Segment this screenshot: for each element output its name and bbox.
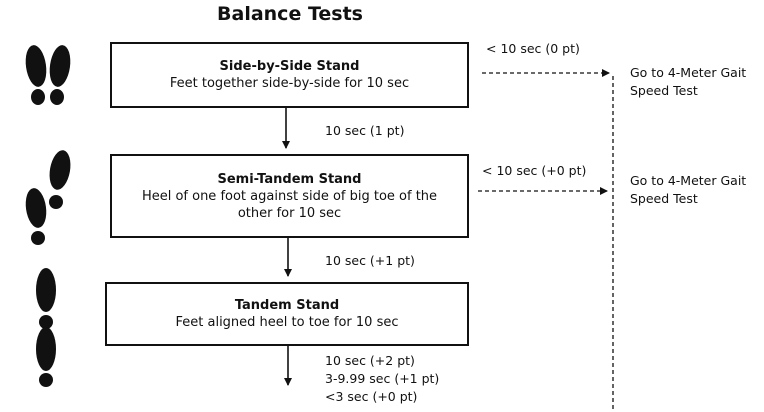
fail-label-2: < 10 sec (+0 pt) — [482, 163, 587, 178]
pass-label-2: 10 sec (+1 pt) — [325, 253, 415, 268]
stage-title: Tandem Stand — [234, 298, 340, 313]
footprint-tandem-icon — [36, 268, 56, 387]
goto-gait-test-2: Go to 4-Meter Gait Speed Test — [630, 173, 747, 206]
stage-description: Feet aligned heel to toe for 10 sec — [175, 315, 399, 330]
stage-description: Feet together side-by-side for 10 sec — [169, 76, 410, 91]
stage-box-tandem: Tandem Stand Feet aligned heel to toe fo… — [105, 282, 469, 346]
diagram-title: Balance Tests — [217, 3, 363, 25]
stage-box-side-by-side: Side-by-Side Stand Feet together side-by… — [110, 42, 469, 108]
stage-title: Semi-Tandem Stand — [217, 171, 362, 187]
stage-box-semi-tandem: Semi-Tandem Stand Heel of one foot again… — [110, 154, 469, 238]
footprint-semi-tandem-icon — [25, 150, 71, 245]
final-score-full: 10 sec (+2 pt) — [325, 353, 415, 368]
stage-description: Heel of one foot against side of big toe… — [141, 188, 438, 221]
final-score-partial: 3-9.99 sec (+1 pt) — [325, 371, 440, 386]
stage-title: Side-by-Side Stand — [219, 59, 360, 74]
goto-gait-test-1: Go to 4-Meter Gait Speed Test — [630, 65, 747, 98]
footprint-side-by-side-icon — [25, 45, 71, 105]
pass-label-1: 10 sec (1 pt) — [325, 123, 405, 138]
final-score-none: <3 sec (+0 pt) — [325, 389, 418, 404]
fail-label-1: < 10 sec (0 pt) — [486, 41, 580, 56]
